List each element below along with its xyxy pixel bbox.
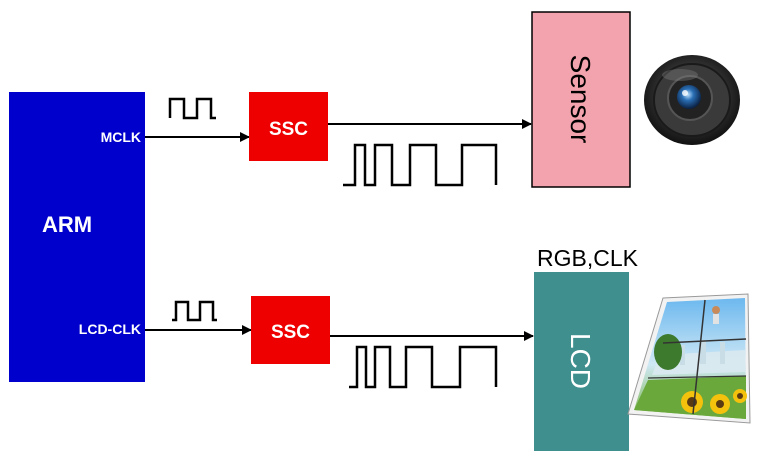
lcd-clk-waveform [172, 300, 217, 322]
ssc-top-label: SSC [269, 119, 308, 140]
arm-label: ARM [42, 212, 92, 237]
tiled-display-wall-image [627, 293, 751, 424]
lcd-clk-label: LCD-CLK [79, 321, 141, 337]
sensor-label: Sensor [565, 55, 596, 144]
mclk-waveform [168, 97, 216, 120]
lcd-ssc-waveform [349, 345, 498, 389]
sensor-block: Sensor [531, 11, 631, 188]
ssc-block-top: SSC [249, 92, 328, 161]
sensor-ssc-waveform [343, 143, 498, 187]
ssc-block-bottom: SSC [251, 296, 330, 364]
camera-lens-icon [644, 55, 740, 145]
lcd-label: LCD [565, 333, 596, 389]
lcd-block: RGB,CLK LCD [534, 245, 639, 451]
arm-block: ARM MCLK LCD-CLK [9, 92, 145, 382]
mclk-label: MCLK [101, 129, 141, 145]
rgb-clk-label: RGB,CLK [537, 245, 639, 271]
ssc-bottom-label: SSC [271, 322, 310, 343]
